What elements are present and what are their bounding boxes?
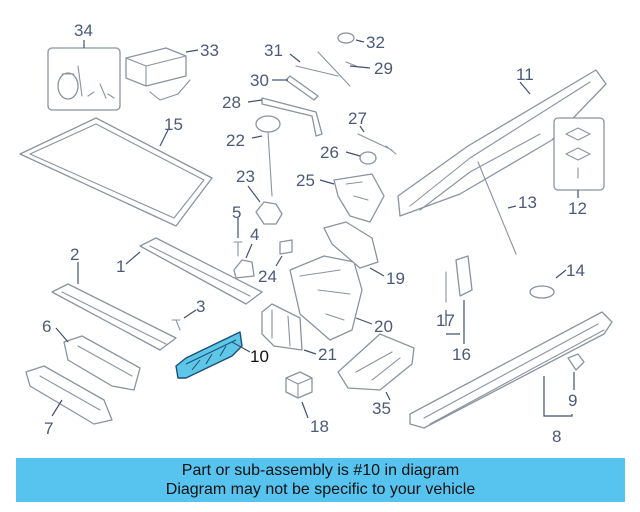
banner-line-2: Diagram may not be specific to your vehi… [165,481,476,498]
part-24-grommet [275,239,293,267]
label-10: 10 [250,347,269,366]
part-9-clip [556,353,585,417]
label-22: 22 [226,131,245,150]
label-16: 16 [452,345,471,364]
part-6-trim [55,327,141,391]
label-29: 29 [374,59,393,78]
part-27-bolt [357,125,397,155]
label-20: 20 [374,317,393,336]
part-30-bar [272,75,319,101]
part-13-strut [477,161,517,255]
label-5: 5 [232,203,241,222]
label-2: 2 [70,245,79,264]
part-25-bracket [319,173,385,223]
label-35: 35 [372,399,391,418]
parts-diagram: 34 33 15 32 31 29 30 28 22 [19,21,613,446]
part-22-jack-screw [251,115,281,197]
part-14-bumper-stop [529,269,567,299]
part-21-bracket [261,303,317,355]
label-15: 15 [164,115,183,134]
label-27: 27 [348,109,367,128]
part-12-emblem-box [553,117,605,198]
part-7-trim [25,365,113,425]
part-16-latch [446,255,473,344]
part-19-hinge [323,221,385,277]
part-8-sill-plate [409,311,613,429]
label-26: 26 [320,143,339,162]
label-9: 9 [568,391,577,410]
part-15-floor-panel [19,117,213,227]
label-19: 19 [386,269,405,288]
label-6: 6 [42,317,51,336]
banner-line-1: Part or sub-assembly is #10 in diagram [181,462,460,479]
part-32-ring [337,32,365,44]
label-18: 18 [310,417,329,436]
label-1: 1 [116,257,125,276]
part-18-block [285,371,313,419]
label-28: 28 [222,93,241,112]
part-3-bolt [171,309,197,331]
part-11-trunk-lid [397,69,607,217]
label-7: 7 [44,419,53,438]
part-28-jack-handle [247,97,323,137]
part-33-compressor [125,47,199,101]
part-26-clip [345,151,377,165]
part-31-29-wrench [289,51,371,87]
label-13: 13 [518,193,537,212]
label-8: 8 [552,427,561,446]
label-3: 3 [196,297,205,316]
label-31: 31 [264,41,283,60]
label-25: 25 [296,171,315,190]
label-23: 23 [236,167,255,186]
label-14: 14 [566,261,585,280]
label-32: 32 [366,33,385,52]
label-21: 21 [318,345,337,364]
part-10-highlighted [175,331,251,379]
part-20-main-bracket [289,255,373,341]
label-30: 30 [250,71,269,90]
label-12: 12 [568,199,587,218]
part-23-star-nut [247,185,283,225]
label-11: 11 [516,65,534,84]
part-4-mount [233,243,255,279]
label-4: 4 [250,225,259,244]
label-34: 34 [74,21,93,40]
part-1-rail [125,237,263,305]
part-2-rail [51,262,177,351]
info-banner: Part or sub-assembly is #10 in diagram D… [16,458,625,502]
label-17: 17 [436,311,455,330]
part-34-kit-box [47,40,121,111]
part-5-screw [233,218,243,257]
label-24: 24 [258,267,277,286]
part-35-lock-bracket [337,333,415,401]
label-33: 33 [200,41,219,60]
